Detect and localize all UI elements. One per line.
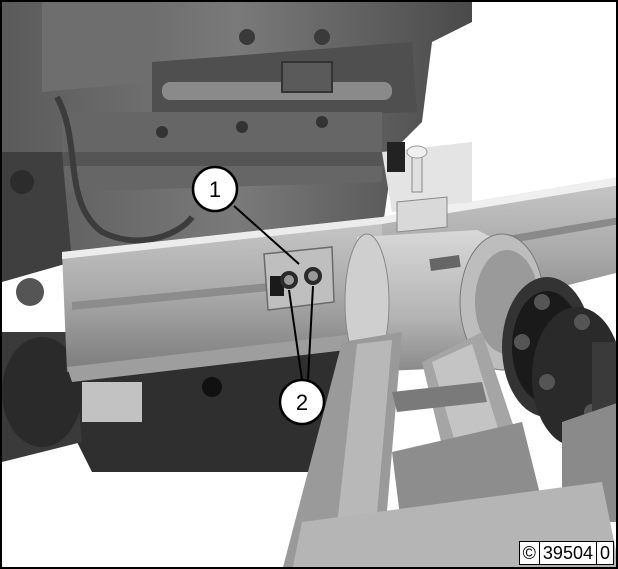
- callout-1-leader: [233, 205, 300, 265]
- image-code-box: © 39504 0: [518, 541, 614, 565]
- image-suffix: 0: [595, 542, 613, 564]
- callout-1: 1: [191, 165, 239, 213]
- callout-2-leader-a: [288, 289, 303, 381]
- callout-2-leader-b: [307, 285, 314, 381]
- copyright-symbol: ©: [522, 543, 536, 563]
- image-number: 39504: [538, 542, 596, 564]
- callout-2-label: 2: [296, 390, 308, 415]
- callout-1-label: 1: [209, 177, 221, 202]
- callout-2: 2: [278, 378, 326, 426]
